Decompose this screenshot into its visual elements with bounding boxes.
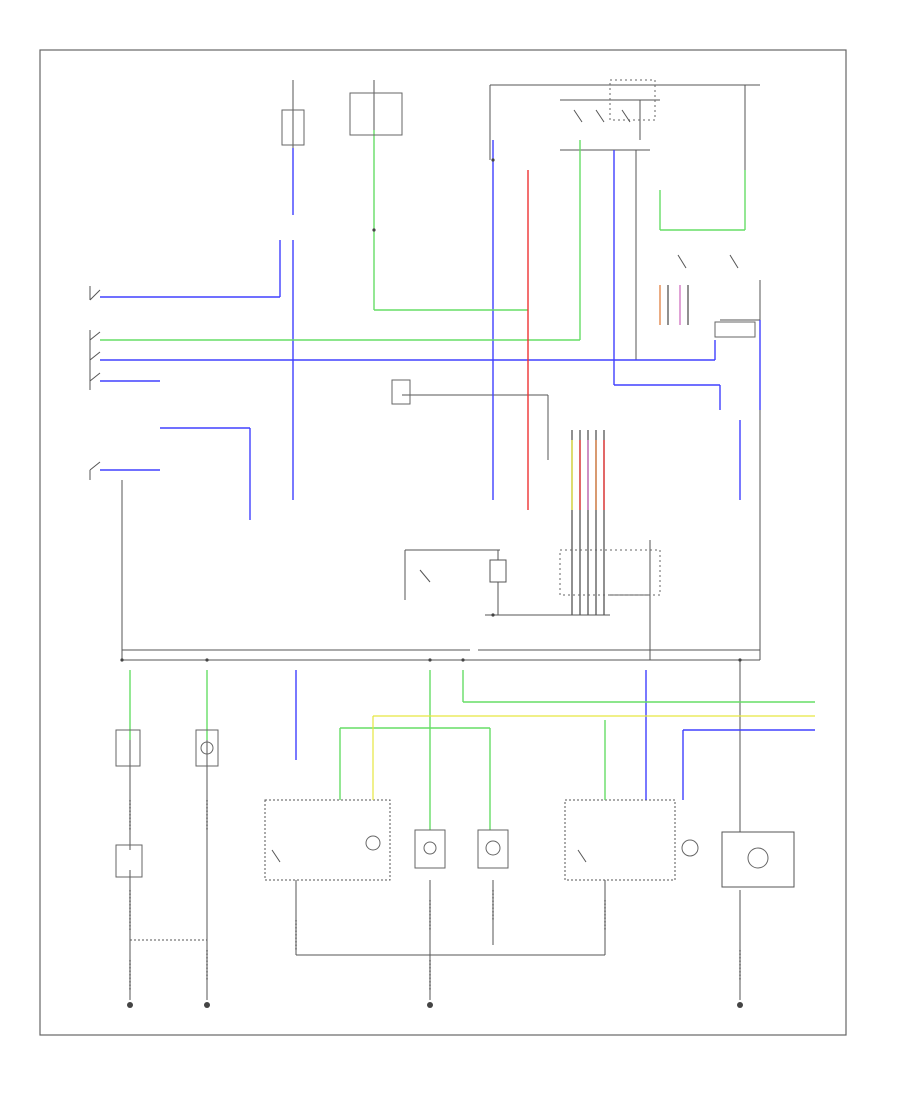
- ground-symbols: [127, 1002, 743, 1008]
- diagram-frame: [39, 49, 847, 1036]
- green-wires: [100, 130, 815, 830]
- black-wires: [89, 80, 795, 1000]
- connector-marks: [129, 800, 741, 990]
- blue-wires: [100, 140, 815, 800]
- switch-contacts: [89, 109, 739, 863]
- lamp-icons: [200, 741, 769, 869]
- harness-wires: [571, 285, 689, 615]
- splice-dots: [120, 158, 742, 662]
- yellow-wires: [372, 715, 815, 800]
- component-boxes: [115, 79, 756, 878]
